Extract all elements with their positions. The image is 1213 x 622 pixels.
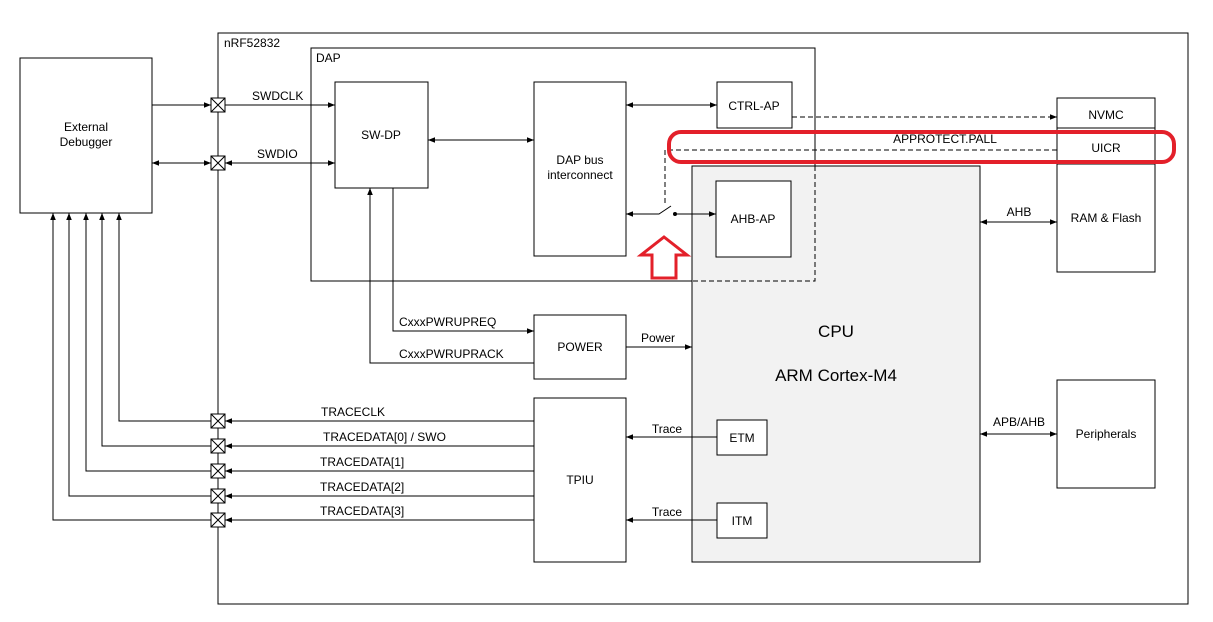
chip-label: nRF52832 [224,36,280,50]
itm-label: ITM [732,514,753,528]
tracedata0-to-debugger [99,213,211,447]
approtect-highlight [667,130,1176,164]
pin-tracedata3 [210,512,226,528]
tpiu-label: TPIU [566,473,593,487]
tracedata3-label: TRACEDATA[3] [320,504,404,518]
nvmc-label: NVMC [1088,108,1124,122]
external-debugger-block [19,57,153,214]
ahb-ap-label: AHB-AP [731,212,776,226]
etm-label: ETM [729,431,754,445]
pin-swdclk [210,97,226,113]
dap-bus-block [533,81,627,257]
swdclk-label: SWDCLK [252,89,303,103]
peripherals-block [1056,379,1156,489]
itm-block [716,502,768,539]
pin-tracedata1 [210,463,226,479]
peripherals-label: Peripherals [1076,427,1137,441]
sw-dp-block [334,81,429,189]
ctrl-ap-block [716,81,793,129]
pwrupreq-line [392,188,534,334]
external-debugger-line-1: External [64,120,108,134]
traceclk-to-debugger [116,213,211,422]
pin-tracedata2 [210,488,226,504]
dapbus-ahbap-switch [626,205,672,217]
dap-region [310,47,816,282]
power-signal-label: Power [641,331,675,345]
pwrupreq-label: CxxxPWRUPREQ [399,315,496,329]
tracedata3-to-debugger [50,213,211,521]
cpu-core-label: ARM Cortex-M4 [775,366,897,385]
trace-label-etm: Trace [652,422,683,436]
pin-tracedata0 [210,438,226,454]
tracedata1-to-debugger [83,213,211,472]
ram-flash-label: RAM & Flash [1071,211,1142,225]
pwrupack-line [367,188,534,364]
pwrupack-label: CxxxPWRUPRACK [399,347,504,361]
dap-bus-line-2: interconnect [547,168,613,182]
trace-label-itm: Trace [652,505,683,519]
memory-block [1056,97,1156,273]
switch-highlight-arrow [636,235,692,280]
tracedata0-label: TRACEDATA[0] / SWO [323,430,446,444]
cpu-title: CPU [818,322,854,341]
tracedata1-label: TRACEDATA[1] [320,455,404,469]
dap-label: DAP [316,51,341,65]
tracedata2-label: TRACEDATA[2] [320,480,404,494]
approtect-label: APPROTECT.PALL [893,132,997,146]
swdio-label: SWDIO [257,147,298,161]
tracedata2-to-debugger [66,213,211,497]
pin-swdio [210,155,226,171]
traceclk-label: TRACECLK [321,405,385,419]
power-block [533,314,627,380]
uicr-label: UICR [1091,141,1121,155]
dap-bus-line-1: DAP bus [556,153,603,167]
ahb-label: AHB [1007,205,1032,219]
power-label: POWER [557,340,603,354]
chip-boundary [217,32,1189,605]
ctrl-ap-label: CTRL-AP [728,99,779,113]
apb-ahb-label: APB/AHB [993,415,1045,429]
external-debugger-line-2: Debugger [60,135,113,149]
pin-traceclk [210,413,226,429]
sw-dp-label: SW-DP [361,128,401,142]
approtect-line [664,149,1057,205]
ahb-ap-block [715,180,792,258]
etm-block [716,419,768,456]
dap-region-dashed [692,166,816,282]
tpiu-block [533,397,627,563]
